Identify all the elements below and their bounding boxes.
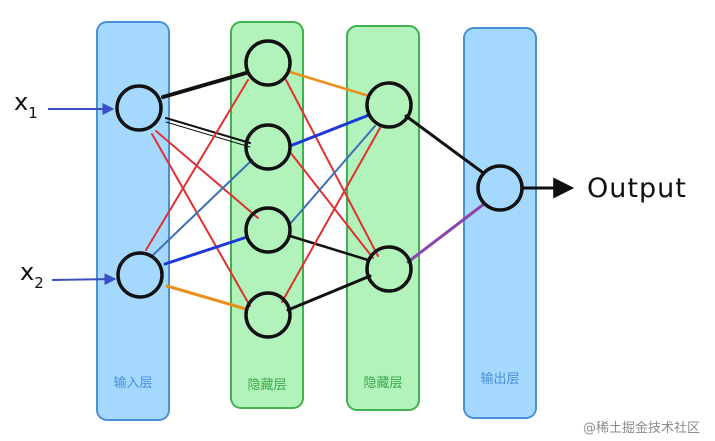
hidden1-node-3	[244, 206, 292, 254]
layer-columns	[96, 21, 537, 421]
input-node-1	[115, 84, 163, 132]
edge-in1-h2b	[165, 121, 251, 148]
edge-in1-h2	[165, 117, 251, 144]
input-layer-column	[96, 21, 170, 421]
edge-h1-o1	[288, 70, 371, 98]
hidden2-node-1	[365, 81, 413, 129]
edge-in1-h4	[151, 133, 251, 307]
input-label-x1-base: x	[14, 88, 28, 116]
edges-hidden2-output	[404, 114, 486, 264]
edge-in1-h3	[155, 130, 259, 219]
output-node	[476, 164, 524, 212]
hidden-layer-1-label: 隐藏层	[247, 378, 286, 393]
edge-in2-h3	[163, 235, 249, 266]
input-layer-label: 输入层	[113, 375, 152, 391]
output-label: Output	[587, 173, 687, 204]
edge-in2-h1	[145, 79, 249, 251]
input-label-x2: x2	[20, 258, 44, 292]
hidden1-node-4	[244, 291, 292, 339]
edge-in1-h1	[161, 71, 248, 99]
edge-h3-o2	[288, 234, 370, 262]
hidden1-node-1	[244, 39, 292, 87]
input-label-x2-base: x	[20, 258, 34, 286]
edge-h2-o1	[288, 113, 371, 148]
edge-o2-out	[406, 202, 486, 264]
input-label-x2-sub: 2	[34, 274, 44, 292]
output-layer-column	[463, 27, 537, 419]
hidden-layer-2-label: 隐藏层	[363, 376, 402, 391]
hidden2-node-2	[365, 245, 413, 293]
hidden-layer-1-column	[230, 21, 304, 409]
edges-input-hidden1	[145, 71, 259, 311]
input-label-x1-sub: 1	[28, 104, 38, 122]
edge-in2-h2	[151, 159, 253, 257]
edge-h1-o2	[285, 79, 379, 257]
edge-h4-o2	[286, 274, 372, 312]
edge-h2-o2	[289, 151, 374, 259]
edge-h4-o1	[281, 127, 381, 303]
edge-o1-out	[404, 114, 484, 174]
hidden1-node-2	[244, 123, 292, 171]
watermark: @稀土掘金技术社区	[583, 420, 700, 436]
input-label-x1: x1	[14, 88, 38, 122]
edge-h3-o1	[289, 125, 376, 225]
edge-in2-h4	[165, 284, 248, 311]
input-arrow-x2	[51, 273, 117, 286]
nodes	[115, 39, 524, 339]
output-layer-label: 输出层	[480, 371, 519, 387]
input-node-2	[116, 251, 164, 299]
edges-hidden1-hidden2	[281, 70, 381, 312]
